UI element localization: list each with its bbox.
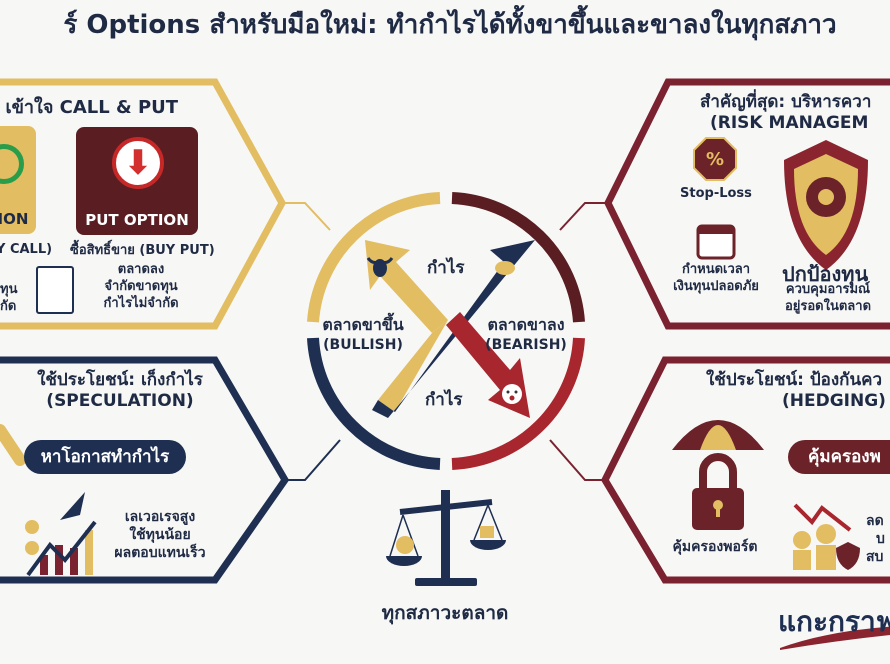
logo-brush-stroke [780, 626, 890, 650]
call-put-heading: : เข้าใจ CALL & PUT [0, 97, 179, 118]
put-line: จำกัดขาดทุน [104, 278, 178, 294]
bull-icon [366, 257, 394, 277]
stop-loss-label: Stop-Loss [680, 186, 752, 201]
call-lines: ทุนกัด [0, 282, 17, 316]
profit-label-bottom: กำไร [425, 390, 463, 410]
connector-line [282, 202, 331, 231]
put-option-card[interactable]: ⬇ PUT OPTION [76, 127, 198, 235]
stop-loss-icon [693, 137, 737, 181]
time-lines: กำหนดเวลาเงินทุนปลอดภัย [670, 262, 762, 296]
bullish-english: (BULLISH) [323, 336, 403, 353]
call-option-card[interactable]: ION [0, 126, 36, 234]
calendar-icon [696, 224, 736, 260]
speculation-line: ผลตอบแทนเร็ว [114, 545, 206, 562]
bear-profit-arrow [372, 240, 535, 418]
heading-line: ใช้ประโยชน์: ป้องกันคว [706, 370, 882, 390]
call-caption: Y CALL) [0, 242, 53, 257]
protect-line: ควบคุมอารมณ์ [785, 282, 871, 297]
rocket-growth-icon [24, 492, 98, 579]
umbrella-lock-icon [672, 420, 764, 530]
hedging-line: ลด [866, 513, 884, 529]
hedging-line: สบ [866, 549, 884, 566]
bullish-label: ตลาดขาขึ้น (BULLISH) [318, 315, 408, 354]
connector-line [559, 202, 608, 231]
protect-portfolio-pill: คุ้มครองพ [788, 440, 890, 474]
down-arrow-circle-icon: ⬇ [112, 137, 164, 189]
hedging-heading: ใช้ประโยชน์: ป้องกันคว(HEDGING) [706, 370, 886, 413]
bear-face-icon [502, 384, 522, 404]
scales-icon [386, 490, 506, 586]
market-ring [307, 192, 585, 470]
heading-line: ใช้ประโยชน์: เก็งกำไร [37, 370, 203, 390]
call-line: ทุน [0, 282, 18, 297]
call-line: กัด [0, 298, 17, 314]
bear-icon [495, 261, 515, 275]
bearish-thai: ตลาดขาลง [487, 315, 565, 334]
heading-line: (HEDGING) [782, 391, 886, 412]
bullish-thai: ตลาดขาขึ้น [322, 315, 404, 334]
connector-line [285, 439, 341, 481]
connector-line [549, 439, 605, 481]
protect-line: อยู่รอดในตลาด [784, 298, 872, 314]
protect-capital-title: ปกป้องทุน [782, 262, 869, 286]
speculation-heading: ใช้ประโยชน์: เก็งกำไร(SPECULATION) [20, 370, 220, 413]
shield-gear-icon [784, 140, 868, 270]
magnifier-icon [0, 424, 26, 466]
speculation-lines: เลเวอเรจสูงใช้ทุนน้อยผลตอบแทนเร็ว [104, 508, 216, 563]
risk-management-heading: สำคัญที่สุด: บริหารควา (RISK MANAGEM [700, 92, 871, 135]
put-option-label: PUT OPTION [85, 211, 189, 229]
put-line: กำไรไม่จำกัด [103, 295, 179, 311]
protect-portfolio-caption: คุ้มครองพอร์ต [672, 539, 758, 555]
heading-line: (RISK MANAGEM [710, 113, 869, 134]
put-caption: ซื้อสิทธิ์ขาย (BUY PUT) [70, 243, 215, 258]
find-profit-pill: หาโอกาสทำกำไร [24, 440, 186, 474]
bearish-english: (BEARISH) [485, 336, 567, 353]
time-line: เงินทุนปลอดภัย [673, 278, 759, 294]
coins-shield-icon [793, 503, 860, 570]
protect-lines: ควบคุมอารมณ์อยู่รอดในตลาด [778, 282, 878, 316]
call-option-label: ION [0, 210, 29, 228]
up-arrow-circle-icon [0, 144, 24, 184]
speculation-line: ใช้ทุนน้อย [129, 527, 191, 544]
hedging-lines: ลดบสบ [866, 512, 885, 567]
percent-icon: % [706, 149, 724, 170]
heading-line: (SPECULATION) [46, 391, 194, 412]
profit-label-top: กำไร [427, 258, 465, 278]
put-line: ตลาดลง [117, 262, 165, 277]
contract-handshake-icon [36, 266, 74, 314]
page-title: ร์ Options สำหรับมือใหม่: ทำกำไรได้ทั้งข… [63, 10, 837, 40]
all-markets-label: ทุกสภาวะตลาด [381, 602, 509, 624]
heading-line: สำคัญที่สุด: บริหารควา [700, 92, 872, 112]
time-line: กำหนดเวลา [681, 262, 751, 277]
speculation-line: เลเวอเรจสูง [124, 509, 196, 525]
put-lines: ตลาดลงจำกัดขาดทุนกำไรไม่จำกัด [70, 262, 212, 313]
brand-logo: แกะกราฟ [778, 605, 890, 638]
hedging-line: บ [876, 531, 885, 548]
bearish-label: ตลาดขาลง (BEARISH) [480, 315, 572, 354]
